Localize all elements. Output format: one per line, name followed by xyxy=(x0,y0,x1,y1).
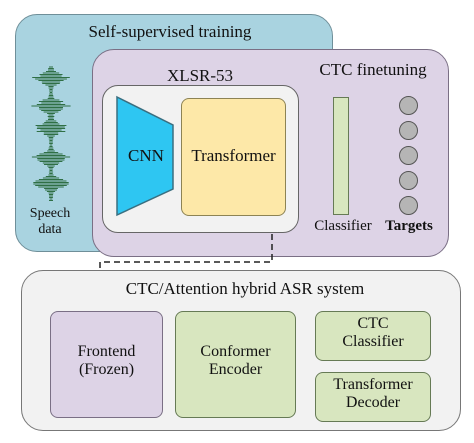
conformer-label-line2: Encoder xyxy=(208,361,263,379)
frontend-block xyxy=(50,311,163,418)
classifier-label: Classifier xyxy=(314,218,372,234)
conformer-encoder-block xyxy=(175,311,296,418)
asr-system-title: CTC/Attention hybrid ASR system xyxy=(125,279,365,298)
ctc-finetuning-title: CTC finetuning xyxy=(319,60,427,79)
target-dot xyxy=(399,196,418,215)
target-dot xyxy=(399,171,418,190)
self-supervised-training-title: Self-supervised training xyxy=(88,22,252,41)
classifier-bar xyxy=(333,97,349,215)
speech-waveform-icon xyxy=(31,66,71,201)
xlsr-53-title: XLSR-53 xyxy=(166,66,234,85)
speech-label-line1: Speech xyxy=(29,206,71,221)
frontend-label-line1: Frontend xyxy=(77,343,136,360)
cnn-block xyxy=(116,95,174,217)
ctc-classifier-label: CTC Classifier xyxy=(315,315,431,352)
transformer-decoder-block xyxy=(315,372,431,422)
ctc-classifier-block xyxy=(315,311,431,361)
transformer-decoder-label: Transformer Decoder xyxy=(315,376,431,413)
conformer-label-line1: Conformer xyxy=(200,343,271,360)
decoder-label-line2: Decoder xyxy=(345,394,401,412)
target-dot xyxy=(399,121,418,140)
decoder-label-line1: Transformer xyxy=(333,376,413,393)
cnn-label: CNN xyxy=(128,146,164,165)
frontend-label-line2: (Frozen) xyxy=(78,361,135,379)
ctc-classifier-line2: Classifier xyxy=(342,333,404,351)
transformer-label: Transformer xyxy=(191,146,276,165)
frontend-label: Frontend (Frozen) xyxy=(50,343,163,380)
ctc-classifier-line1: CTC xyxy=(357,315,389,332)
target-dot xyxy=(399,96,418,115)
conformer-encoder-label: Conformer Encoder xyxy=(175,343,296,380)
targets-label: Targets xyxy=(385,218,433,234)
speech-label-line2: data xyxy=(38,222,62,238)
speech-data-label: Speech data xyxy=(20,206,80,238)
transformer-block xyxy=(181,98,286,216)
target-dot xyxy=(399,146,418,165)
